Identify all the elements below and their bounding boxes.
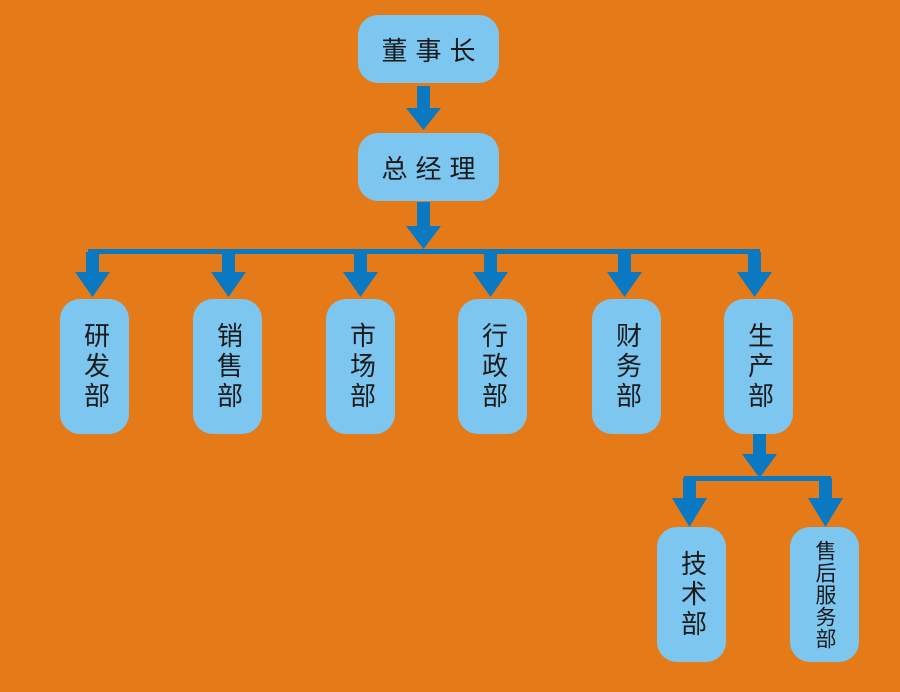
node-label: 总经理: [381, 154, 484, 185]
production-bus-line: [684, 476, 831, 481]
node-label: 生产部: [743, 321, 774, 412]
node-general-manager: 总经理: [358, 133, 499, 201]
node-label: 销售部: [212, 321, 243, 412]
node-subunit-technology: 技术部: [657, 527, 726, 662]
department-bus-line: [88, 249, 760, 254]
arrow-to-dept-1: [75, 252, 110, 297]
arrow-to-dept-2: [211, 252, 246, 297]
node-chairman: 董事长: [358, 15, 499, 83]
arrow-to-dept-6: [737, 252, 772, 297]
arrow-production-to-bus: [742, 433, 777, 478]
arrow-to-dept-3: [343, 252, 378, 297]
node-subunit-after-sales: 售后服务部: [790, 527, 859, 662]
arrow-to-subunit-1: [672, 478, 707, 527]
node-label: 技术部: [676, 549, 707, 640]
node-dept-sales: 销售部: [193, 299, 262, 434]
node-dept-marketing: 市场部: [326, 299, 395, 434]
arrow-to-subunit-2: [808, 478, 843, 527]
node-label: 市场部: [345, 321, 376, 412]
arrow-gm-to-bus: [406, 202, 441, 249]
node-dept-finance: 财务部: [592, 299, 661, 434]
node-label: 董事长: [381, 36, 484, 67]
arrow-to-dept-5: [607, 252, 642, 297]
node-label: 售后服务部: [813, 539, 837, 650]
node-dept-admin: 行政部: [458, 299, 527, 434]
node-label: 行政部: [477, 321, 508, 412]
arrow-to-dept-4: [473, 252, 508, 297]
node-label: 财务部: [611, 321, 642, 412]
node-label: 研发部: [79, 321, 110, 412]
node-dept-rnd: 研发部: [60, 299, 129, 434]
arrow-chairman-to-gm: [406, 86, 441, 130]
node-dept-production: 生产部: [724, 299, 793, 434]
